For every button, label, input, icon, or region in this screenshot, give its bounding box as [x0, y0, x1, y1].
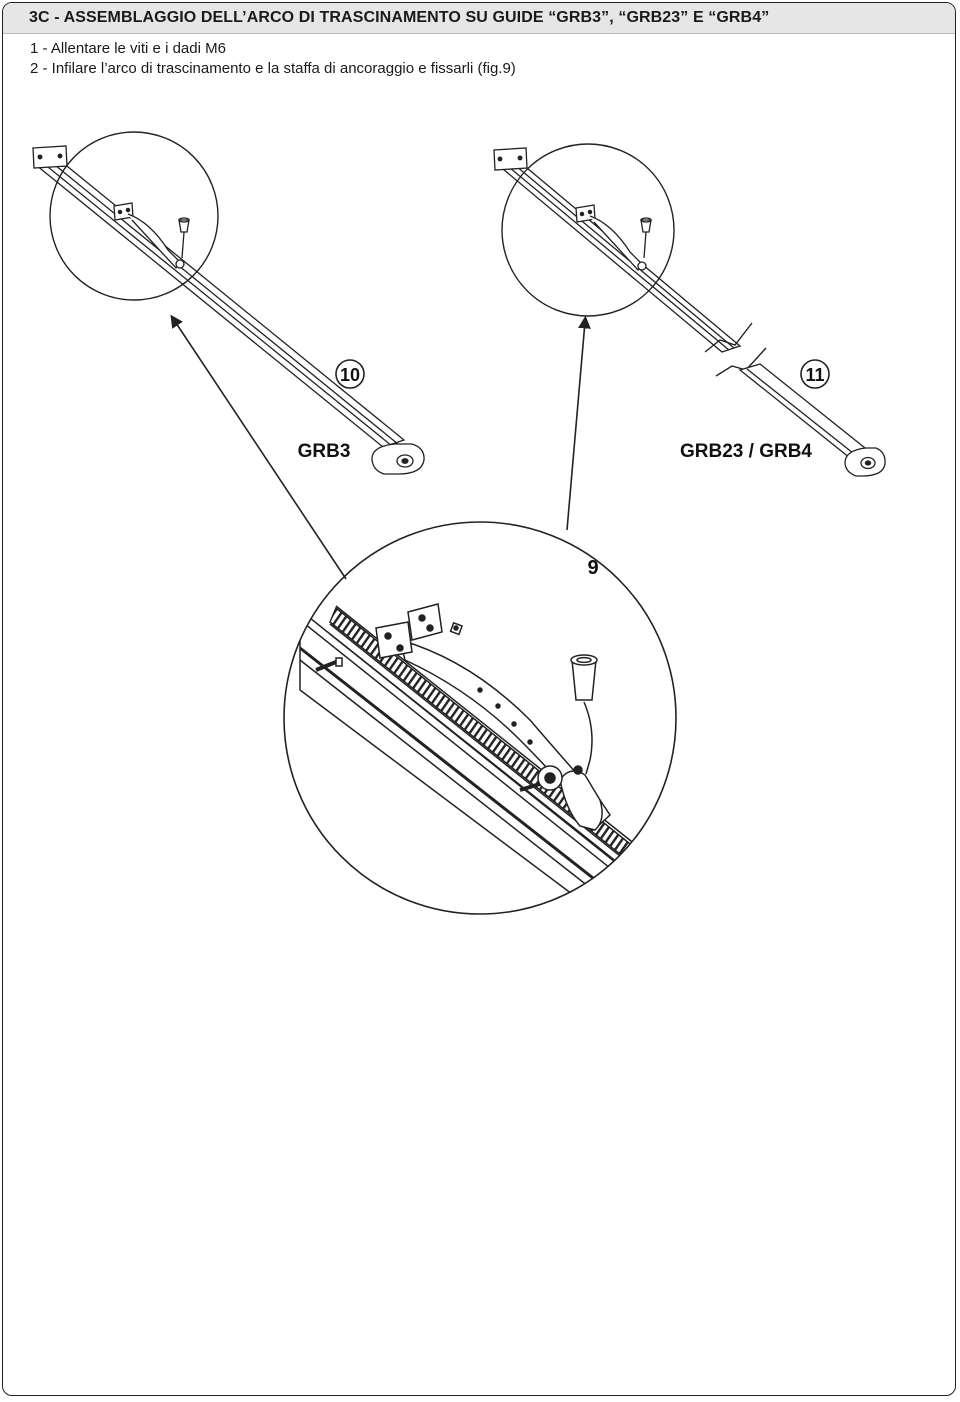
- header-bar: 3C - ASSEMBLAGGIO DELL’ARCO DI TRASCINAM…: [3, 3, 955, 34]
- detail-view-9: [299, 603, 676, 914]
- arrow-right: [566, 315, 591, 531]
- figure-number-circle-11: [800, 359, 830, 389]
- instruction-step-1: 1 - Allentare le viti e i dadi M6: [30, 40, 226, 57]
- figure-number-circle-10: [335, 359, 365, 389]
- detail-circle-left: [49, 131, 219, 301]
- label-grb23-grb4: GRB23 / GRB4: [680, 441, 812, 462]
- figure-number-9: 9: [587, 557, 598, 579]
- label-grb3: GRB3: [298, 441, 351, 462]
- rail-grb3: [32, 145, 425, 475]
- detail-circle-large: [283, 521, 677, 915]
- rail-grb23-grb4: [493, 147, 886, 477]
- instruction-step-2: 2 - Infilare l’arco di trascinamento e l…: [30, 60, 516, 77]
- figure-number-11: 11: [805, 365, 824, 385]
- page-title: 3C - ASSEMBLAGGIO DELL’ARCO DI TRASCINAM…: [29, 9, 770, 26]
- arrow-left: [170, 314, 347, 580]
- figure-number-10: 10: [340, 365, 360, 385]
